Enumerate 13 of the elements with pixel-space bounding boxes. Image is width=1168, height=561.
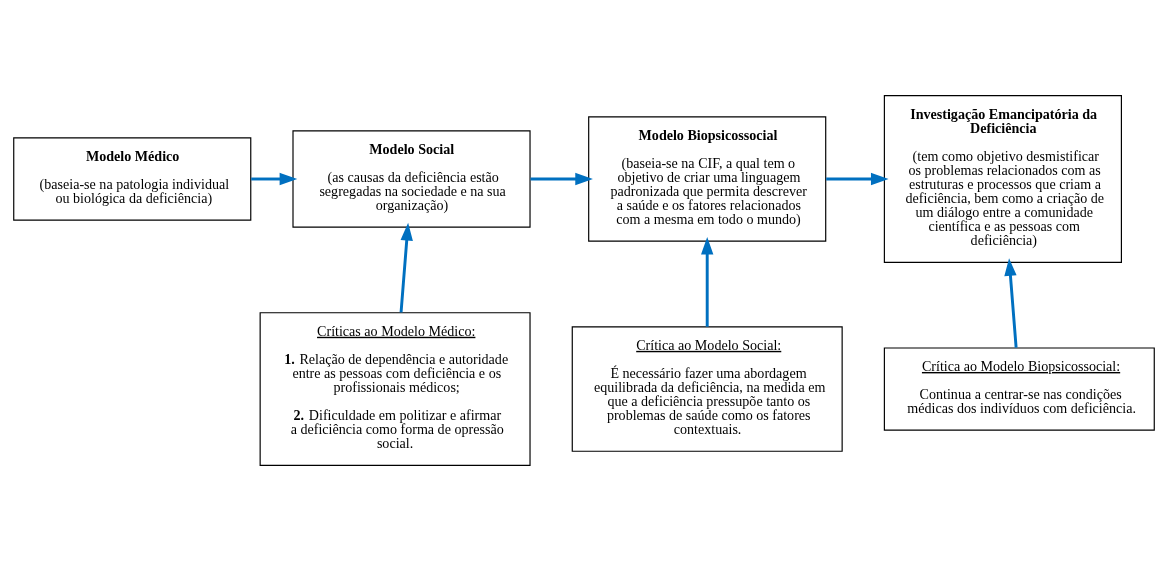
node-box: Investigação Emancipatória da Deficiência (tem como objetivo desmistificar os problemas relacionados com as estruturas e processos que criam a deficiência, bem como a criação de um diálogo entre a comunidade científica e as pessoas com deficiência) [883, 95, 1122, 263]
node-box: Crítica ao Modelo Biopsicossocial: Continua a centrar-se nas condições médicas dos indivíduos com deficiência. [883, 347, 1155, 431]
node-box: Crítica ao Modelo Social: É necessário fazer uma abordagem equilibrada da deficiência, na medida em que a deficiência pressupõe tanto os problemas de saúde como os fatores contextuais. [571, 326, 843, 452]
arrow [399, 222, 413, 313]
arrow [251, 172, 298, 186]
arrow [826, 172, 889, 186]
node-box: Modelo Social (as causas da deficiência estão segregadas na sociedade e na sua organização) [292, 130, 531, 228]
arrow [1004, 258, 1018, 348]
node-box: Modelo Biopsicossocial (baseia-se na CIF, a qual tem o objetivo de criar uma linguagem padronizada que permita descrever a saúde e os fatores relacionados com a mesma em todo o mundo) [588, 116, 827, 242]
arrow [530, 172, 593, 186]
node-box: Críticas ao Modelo Médico: 1. Relação de dependência e autoridade entre as pessoas com deficiência e os profissionais médicos; 2. Dificuldade em politizar e afirmar a deficiência como forma de opressão social. [259, 312, 531, 466]
arrow [701, 236, 714, 327]
node-box: Modelo Médico (baseia-se na patologia individual ou biológica da deficiência) [13, 137, 252, 221]
